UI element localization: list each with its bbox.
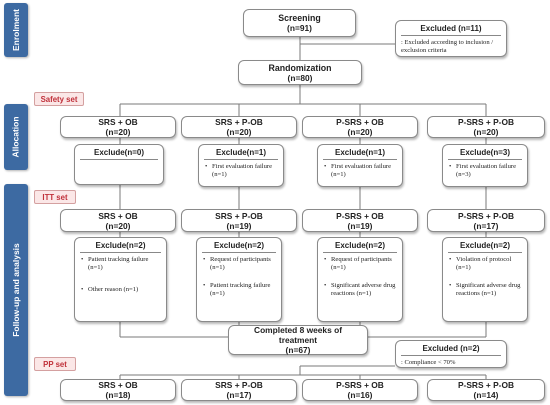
exclusion-reason: First evaluation failure (n=3) (448, 163, 522, 179)
itt-group-psrs-ob: P-SRS + OB (n=19) (302, 209, 418, 232)
itt-exclude-psrs-pob: Exclude(n=2) Violation of protocol (n=1)… (442, 237, 528, 322)
itt-set-tag: ITT set (34, 190, 76, 204)
safety-exclude-psrs-ob: Exclude(n=1) First evaluation failure (n… (317, 144, 403, 187)
excluded-compliance-note: : Compliance < 70% (401, 359, 456, 366)
allocation-group-psrs-pob: P-SRS + P-OB (n=20) (427, 116, 545, 138)
completed-count: (n=67) (285, 345, 311, 355)
excluded-screening-box: Excluded (n=11) : Excluded according to … (395, 20, 507, 57)
exclusion-reason: Significant adverse drug reactions (n=1) (448, 282, 522, 298)
excluded-compliance-title: Excluded (n=2) (401, 344, 501, 356)
randomization-count: (n=80) (287, 72, 313, 83)
itt-group-srs-ob: SRS + OB (n=20) (60, 209, 176, 232)
pp-group-srs-ob: SRS + OB (n=18) (60, 379, 176, 401)
exclusion-reason: First evaluation failure (n=1) (323, 163, 397, 179)
exclusion-reason: Request of participants (n=1) (202, 256, 276, 272)
screening-label: Screening (278, 13, 321, 23)
screening-count: (n=91) (287, 23, 312, 33)
allocation-group-psrs-ob: P-SRS + OB (n=20) (302, 116, 418, 138)
itt-group-srs-pob: SRS + P-OB (n=19) (181, 209, 297, 232)
screening-box: Screening (n=91) (243, 9, 356, 37)
safety-set-tag: Safety set (34, 92, 84, 106)
exclusion-reason: Other reason (n=1) (80, 286, 161, 294)
excluded-compliance-box: Excluded (n=2) : Compliance < 70% (395, 340, 507, 368)
excluded-screening-note: : Excluded according to inclusion / excl… (401, 39, 494, 54)
itt-exclude-srs-ob: Exclude(n=2) Patient tracking failure (n… (74, 237, 167, 322)
randomization-label: Randomization (268, 62, 332, 73)
exclusion-reason: Significant adverse drug reactions (n=1) (323, 282, 397, 298)
itt-exclude-srs-pob: Exclude(n=2) Request of participants (n=… (196, 237, 282, 322)
phase-followup: Follow-up and analysis (4, 184, 28, 396)
allocation-group-srs-pob: SRS + P-OB (n=20) (181, 116, 297, 138)
allocation-group-srs-ob: SRS + OB (n=20) (60, 116, 176, 138)
phase-allocation: Allocation (4, 104, 28, 170)
exclusion-reason: First evaluation failure (n=1) (204, 163, 278, 179)
safety-exclude-psrs-pob: Exclude(n=3) First evaluation failure (n… (442, 144, 528, 187)
excluded-screening-title: Excluded (n=11) (401, 24, 501, 36)
pp-group-psrs-pob: P-SRS + P-OB (n=14) (427, 379, 545, 401)
pp-set-tag: PP set (34, 357, 76, 371)
exclusion-reason: Patient tracking failure (n=1) (80, 256, 161, 272)
safety-exclude-srs-ob: Exclude(n=0) (74, 144, 164, 185)
exclusion-reason: Violation of protocol (n=1) (448, 256, 522, 272)
randomization-box: Randomization (n=80) (238, 60, 362, 85)
itt-group-psrs-pob: P-SRS + P-OB (n=17) (427, 209, 545, 232)
exclusion-reason: Patient tracking failure (n=1) (202, 282, 276, 298)
completed-label: Completed 8 weeks of treatment (254, 325, 342, 345)
pp-group-psrs-ob: P-SRS + OB (n=16) (302, 379, 418, 401)
safety-exclude-srs-pob: Exclude(n=1) First evaluation failure (n… (198, 144, 284, 187)
pp-group-srs-pob: SRS + P-OB (n=17) (181, 379, 297, 401)
completed-box: Completed 8 weeks of treatment (n=67) (228, 325, 368, 355)
phase-enrolment: Enrolment (4, 3, 28, 57)
itt-exclude-psrs-ob: Exclude(n=2) Request of participants (n=… (317, 237, 403, 322)
exclusion-reason: Request of participants (n=1) (323, 256, 397, 272)
